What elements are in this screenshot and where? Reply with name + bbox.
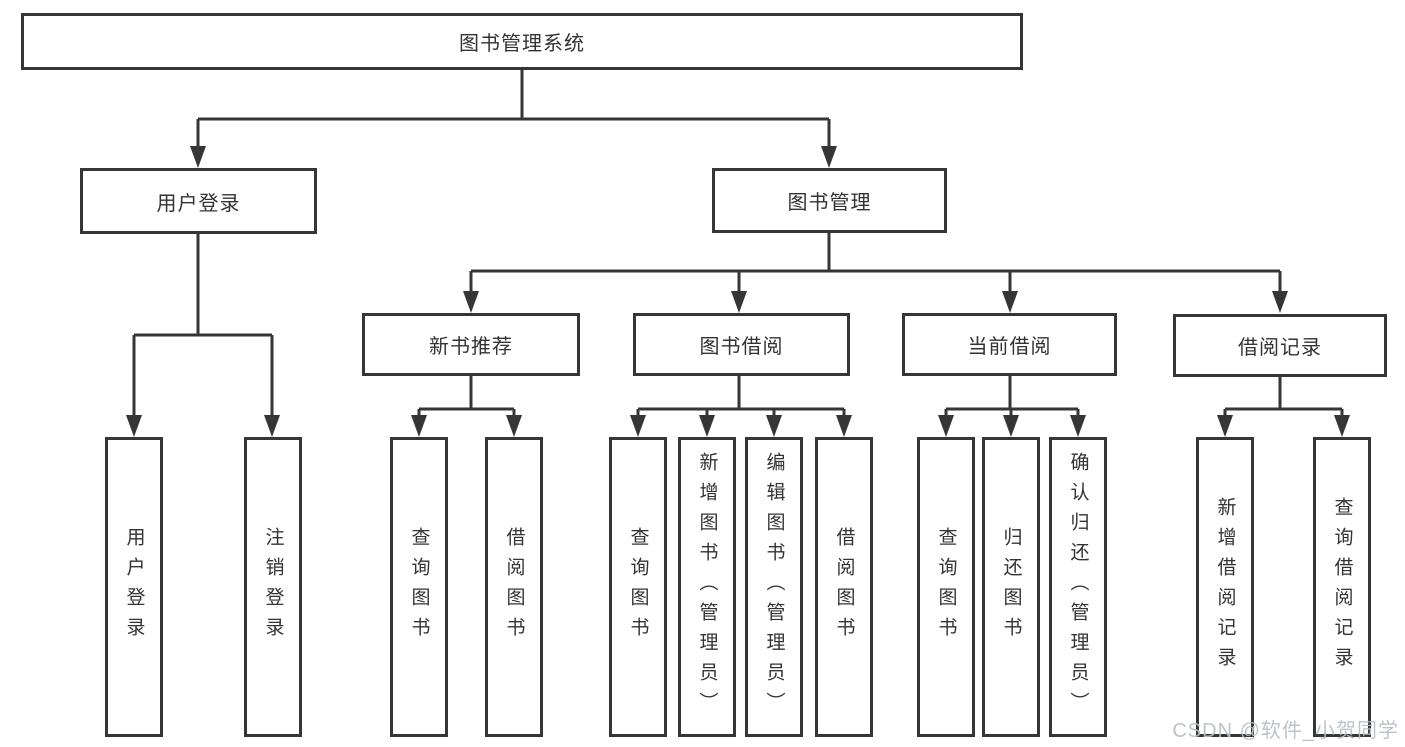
node-borrow-records-label: 借阅记录 [1238,337,1322,359]
leaf-add-book-admin-label: 新增图书（管理员） [696,452,718,722]
leaf-user-login-label: 用户登录 [123,527,145,647]
leaf-logout-label: 注销登录 [262,527,284,647]
node-root: 图书管理系统 [21,13,1023,70]
leaf-edit-book-admin-label: 编辑图书（管理员） [763,452,785,722]
leaf-borrow-books-recommend: 借阅图书 [485,437,543,737]
leaf-edit-book-admin: 编辑图书（管理员） [745,437,803,737]
node-book-management: 图书管理 [712,168,947,233]
leaf-add-borrow-record: 新增借阅记录 [1196,437,1254,737]
connector-segments [132,69,1344,419]
leaf-borrow-books-recommend-label: 借阅图书 [503,527,525,647]
leaf-return-book-label: 归还图书 [1000,527,1022,647]
node-book-borrow-label: 图书借阅 [699,336,784,358]
node-current-borrow: 当前借阅 [902,313,1117,376]
watermark: CSDN @软件_小贺同学 [1172,720,1399,742]
leaf-return-book: 归还图书 [982,437,1040,737]
leaf-query-books-recommend-label: 查询图书 [408,527,430,647]
leaf-borrow-books-label: 借阅图书 [833,527,855,647]
node-borrow-records: 借阅记录 [1173,314,1387,377]
leaf-query-borrow-record: 查询借阅记录 [1313,437,1371,737]
leaf-logout: 注销登录 [244,437,302,737]
node-book-borrow: 图书借阅 [633,313,850,376]
leaf-add-borrow-record-label: 新增借阅记录 [1214,497,1236,677]
node-new-book-recommend-label: 新书推荐 [429,336,513,358]
leaf-query-books-current: 查询图书 [917,437,975,737]
leaf-confirm-return-admin-label: 确认归还（管理员） [1067,452,1089,722]
leaf-query-borrow-record-label: 查询借阅记录 [1331,497,1353,677]
leaf-query-books-current-label: 查询图书 [935,527,957,647]
node-new-book-recommend: 新书推荐 [362,313,580,376]
leaf-add-book-admin: 新增图书（管理员） [678,437,736,737]
leaf-user-login: 用户登录 [105,437,163,737]
node-user-login: 用户登录 [80,168,317,234]
node-root-label: 图书管理系统 [459,33,585,55]
leaf-query-books-borrow-label: 查询图书 [627,527,649,647]
leaf-query-books-borrow: 查询图书 [609,437,667,737]
node-user-login-label: 用户登录 [156,192,241,215]
leaf-borrow-books: 借阅图书 [815,437,873,737]
node-book-management-label: 图书管理 [787,192,872,214]
leaf-query-books-recommend: 查询图书 [390,437,448,737]
leaf-confirm-return-admin: 确认归还（管理员） [1049,437,1107,737]
node-current-borrow-label: 当前借阅 [967,336,1052,358]
arrowheads [126,146,1350,437]
